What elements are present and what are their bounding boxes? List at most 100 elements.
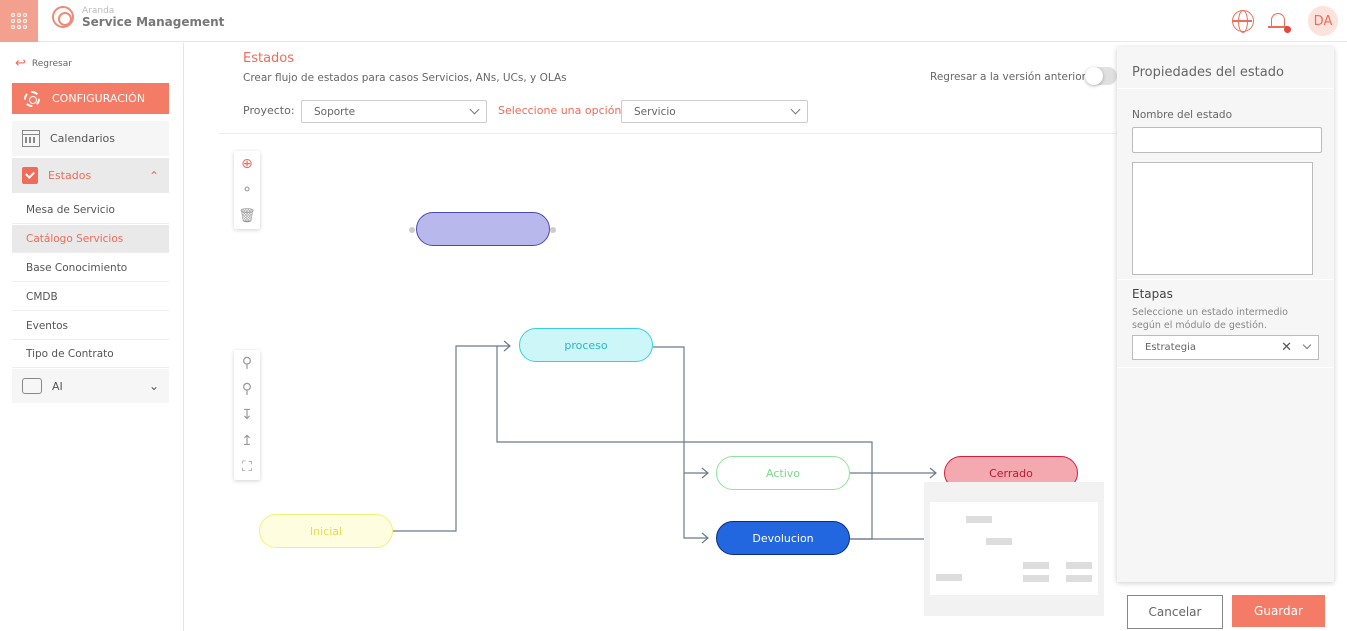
- import-icon[interactable]: ↧: [241, 407, 253, 423]
- revert-version-toggle[interactable]: [1085, 67, 1117, 85]
- project-select[interactable]: Soporte: [301, 100, 487, 123]
- state-node-label: Devolucion: [752, 531, 814, 545]
- divider: [1117, 88, 1334, 89]
- brand-small: Aranda: [82, 6, 115, 16]
- back-link[interactable]: ↩ Regresar: [15, 56, 72, 71]
- sidebar-item-ai[interactable]: AI ⌄: [12, 369, 169, 404]
- sidebar-subitem-catalogo-servicios[interactable]: Catálogo Servicios: [12, 225, 169, 253]
- cancel-button[interactable]: Cancelar: [1127, 595, 1223, 629]
- page-title: Estados: [243, 51, 295, 66]
- zoom-out-icon[interactable]: ⚲: [241, 381, 253, 397]
- divider: [1117, 279, 1334, 280]
- properties-title: Propiedades del estado: [1132, 65, 1284, 80]
- minimap-node: [1023, 575, 1049, 582]
- diagram-minimap[interactable]: [924, 482, 1104, 616]
- fullscreen-icon[interactable]: ⛶: [242, 459, 252, 475]
- aranda-logo-icon: [52, 6, 74, 28]
- sidebar-subitem-cmdb[interactable]: CMDB: [12, 283, 169, 311]
- minimap-node: [936, 574, 962, 581]
- option-label: Seleccione una opción: [498, 104, 622, 117]
- calendar-icon: [22, 130, 40, 147]
- back-label: Regresar: [31, 58, 72, 69]
- sidebar-subitem-label: Base Conocimiento: [26, 261, 128, 274]
- option-select[interactable]: Servicio: [621, 100, 808, 123]
- state-name-label: Nombre del estado: [1132, 109, 1233, 121]
- state-name-input[interactable]: [1132, 127, 1322, 153]
- trash-icon[interactable]: 🗑: [238, 208, 256, 224]
- add-node-icon[interactable]: ⊕: [241, 156, 253, 172]
- sidebar-item-estados[interactable]: Estados ⌃: [12, 158, 169, 194]
- sidebar-subitem-tipo-contrato[interactable]: Tipo de Contrato: [12, 340, 169, 368]
- zoom-in-icon[interactable]: ⚲: [241, 355, 253, 371]
- clipboard-check-icon: [22, 167, 38, 184]
- sidebar-item-label: Estados: [48, 169, 92, 182]
- node-toolbox: ⊕ ⚬ 🗑: [234, 151, 260, 229]
- etapa-select[interactable]: Estrategia ✕: [1132, 335, 1319, 360]
- zoom-toolbox: ⚲ ⚲ ↧ ↥ ⛶: [234, 350, 260, 480]
- clear-icon[interactable]: ✕: [1281, 340, 1292, 355]
- state-node-devolucion[interactable]: Devolucion: [716, 521, 850, 555]
- header-divider: [219, 133, 1117, 134]
- chevron-down-icon: ⌄: [148, 379, 159, 393]
- back-arrow-icon: ↩: [15, 56, 26, 71]
- state-node-inicial[interactable]: Inicial: [259, 514, 393, 548]
- minimap-node: [1023, 562, 1049, 569]
- minimap-node: [1066, 562, 1092, 569]
- export-icon[interactable]: ↥: [241, 433, 253, 449]
- sidebar-item-calendarios[interactable]: Calendarios: [12, 121, 169, 157]
- bell-icon[interactable]: [1268, 11, 1291, 33]
- connector-proceso-activo: [653, 346, 708, 474]
- handle-right[interactable]: [550, 227, 556, 233]
- config-label: CONFIGURACIÓN: [52, 92, 146, 105]
- state-node-activo[interactable]: Activo: [716, 456, 850, 490]
- connector-proceso-devolucion: [683, 473, 708, 539]
- handle-left[interactable]: [409, 227, 415, 233]
- sidebar-subitem-eventos[interactable]: Eventos: [12, 312, 169, 340]
- state-node-proceso[interactable]: proceso: [519, 328, 653, 362]
- sidebar-subitem-base-conocimiento[interactable]: Base Conocimiento: [12, 254, 169, 282]
- sidebar-subitem-label: Eventos: [26, 319, 68, 332]
- sidebar-subitem-label: Mesa de Servicio: [26, 203, 115, 216]
- chevron-down-icon: [1302, 340, 1312, 350]
- minimap-node: [986, 538, 1012, 545]
- chevron-up-icon: ⌃: [148, 168, 159, 183]
- revert-version-label: Regresar a la versión anterior: [930, 71, 1086, 83]
- gear-icon: [24, 90, 40, 107]
- globe-icon[interactable]: [1232, 10, 1254, 33]
- state-node-label: proceso: [564, 338, 608, 352]
- state-node-label: Inicial: [309, 524, 343, 538]
- config-header[interactable]: CONFIGURACIÓN: [12, 83, 169, 114]
- avatar[interactable]: DA: [1308, 6, 1338, 36]
- sidebar-subitem-label: CMDB: [26, 290, 58, 303]
- sidebar-item-label: AI: [52, 379, 63, 393]
- sidebar-item-label: Calendarios: [50, 132, 115, 145]
- apps-grid-icon[interactable]: [0, 0, 38, 42]
- save-button[interactable]: Guardar: [1232, 595, 1325, 627]
- state-description-textarea[interactable]: [1132, 162, 1313, 275]
- sidebar: ↩ Regresar CONFIGURACIÓN Calendarios Est…: [0, 43, 184, 631]
- divider: [1117, 367, 1334, 368]
- state-properties-panel: Propiedades del estado Nombre del estado…: [1117, 47, 1334, 582]
- state-node-label: Cerrado: [989, 466, 1033, 480]
- option-select-value: Servicio: [634, 105, 676, 118]
- minimap-node: [1066, 575, 1092, 582]
- connector-inicial-proceso: [393, 345, 510, 532]
- state-node-new[interactable]: [416, 212, 550, 246]
- notification-dot: [1284, 26, 1291, 33]
- etapas-hint: Seleccione un estado intermedio según el…: [1132, 307, 1288, 331]
- top-bar: Aranda Service Management DA: [0, 0, 1347, 42]
- minimap-viewport: [930, 502, 1098, 595]
- state-node-label: Activo: [766, 466, 800, 480]
- sidebar-subitem-label: Tipo de Contrato: [26, 347, 114, 360]
- project-select-value: Soporte: [314, 105, 356, 118]
- project-label: Proyecto:: [243, 104, 295, 117]
- sidebar-subitem-mesa-servicio[interactable]: Mesa de Servicio: [12, 196, 169, 224]
- etapa-select-value: Estrategia: [1145, 342, 1197, 353]
- sidebar-subitem-label: Catálogo Servicios: [26, 232, 124, 245]
- palette-icon[interactable]: ⚬: [241, 182, 253, 198]
- page-subtitle: Crear flujo de estados para casos Servic…: [243, 72, 567, 84]
- ai-icon: [22, 378, 42, 394]
- minimap-node: [966, 516, 992, 523]
- brand-logo: Aranda Service Management: [52, 6, 224, 28]
